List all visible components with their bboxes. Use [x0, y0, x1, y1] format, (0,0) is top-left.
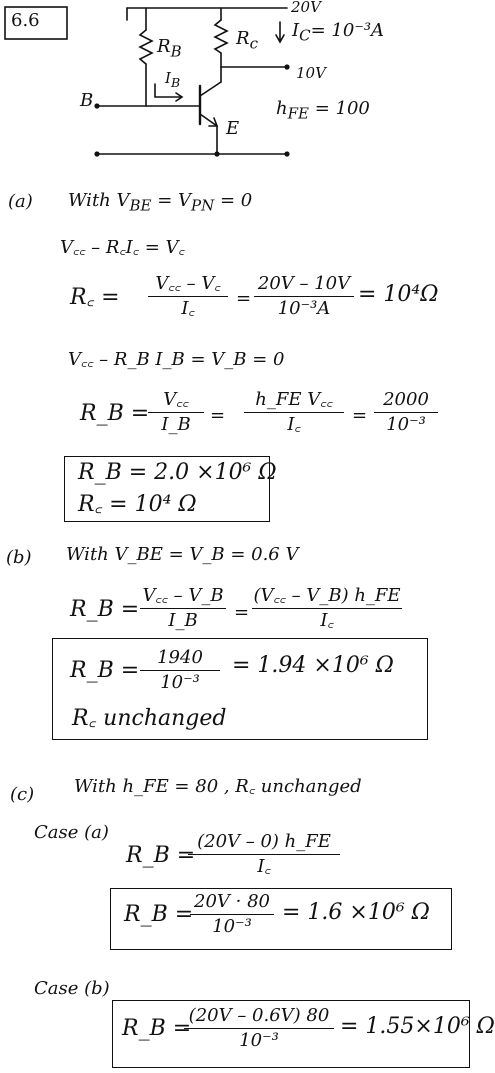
part-b-rc-answer: R꜀ unchanged [72, 706, 227, 731]
part-a-eq2-eq: = [236, 288, 252, 309]
rb-label: RB [157, 36, 182, 61]
solution-page: 6.6 20V RB Rc IC= 10⁻³A IB 10V B E hFE =… [4, 0, 495, 1068]
problem-number: 6.6 [11, 10, 40, 31]
hfe-label: hFE = 100 [276, 98, 370, 123]
emitter-label: E [226, 118, 240, 139]
part-a-eq4-lhs: R_B = [80, 401, 150, 426]
part-a-eq4-frac2: h_FE V꜀꜀I꜀ [244, 390, 344, 435]
part-b-label: (b) [6, 547, 32, 568]
part-a-eq2-frac1: V꜀꜀ – V꜀I꜀ [148, 274, 228, 319]
part-a-eq2-lhs: R꜀ = [70, 285, 120, 310]
part-a-eq3: V꜀꜀ – R_B I_B = V_B = 0 [68, 349, 285, 370]
part-b-rb-answer: = 1.94 ×10⁶ Ω [232, 653, 394, 678]
ib-label: IB [165, 69, 181, 90]
part-c-condition: With h_FE = 80 , R꜀ unchanged [74, 776, 362, 797]
collector-voltage-label: 10V [296, 64, 326, 82]
part-b-eq1-lhs: R_B = [70, 597, 140, 622]
rb-resistor [138, 29, 154, 65]
case-a-lhs: R_B = [126, 843, 196, 868]
case-b-label: Case (b) [34, 978, 110, 999]
supply-voltage-label: 20V [291, 0, 321, 16]
part-a-eq4-eq: = [210, 405, 226, 426]
case-a-rb-answer: = 1.6 ×10⁶ Ω [282, 900, 430, 925]
part-a-rb-answer: R_B = 2.0 ×10⁶ Ω [78, 460, 277, 485]
ic-label: IC= 10⁻³A [292, 20, 385, 45]
part-a-eq4-eq2: = [352, 405, 368, 426]
case-b-answer-box [112, 1000, 470, 1068]
circuit-diagram [4, 6, 290, 157]
part-b-condition: With V_BE = V_B = 0.6 V [66, 544, 299, 565]
case-a-answer-box [110, 888, 452, 950]
case-b-lhs: R_B = [122, 1016, 192, 1041]
case-a-label: Case (a) [34, 822, 109, 843]
part-a-rc-result: = 10⁴Ω [358, 282, 439, 307]
rc-resistor [213, 19, 229, 54]
rc-label: Rc [236, 28, 258, 53]
part-b-answer-box [52, 638, 428, 740]
base-label: B [80, 90, 94, 111]
part-a-eq1: V꜀꜀ – R꜀I꜀ = V꜀ [60, 237, 185, 258]
part-c-label: (c) [10, 784, 35, 805]
part-a-eq4-frac1: V꜀꜀I_B [148, 390, 204, 435]
problem-number-frame [4, 6, 68, 40]
part-a-answer-box [64, 456, 270, 522]
part-a-condition: With VBE = VPN = 0 [68, 190, 253, 215]
part-a-rc-answer: R꜀ = 10⁴ Ω [78, 492, 197, 517]
case-b-rb-answer: = 1.55×10⁶ Ω [340, 1014, 495, 1039]
case-a-box-lhs: R_B = [124, 902, 194, 927]
part-a-label: (a) [8, 191, 33, 212]
part-b-eq1-eq: = [234, 602, 250, 623]
part-b-box-lhs: R_B = [70, 658, 140, 683]
